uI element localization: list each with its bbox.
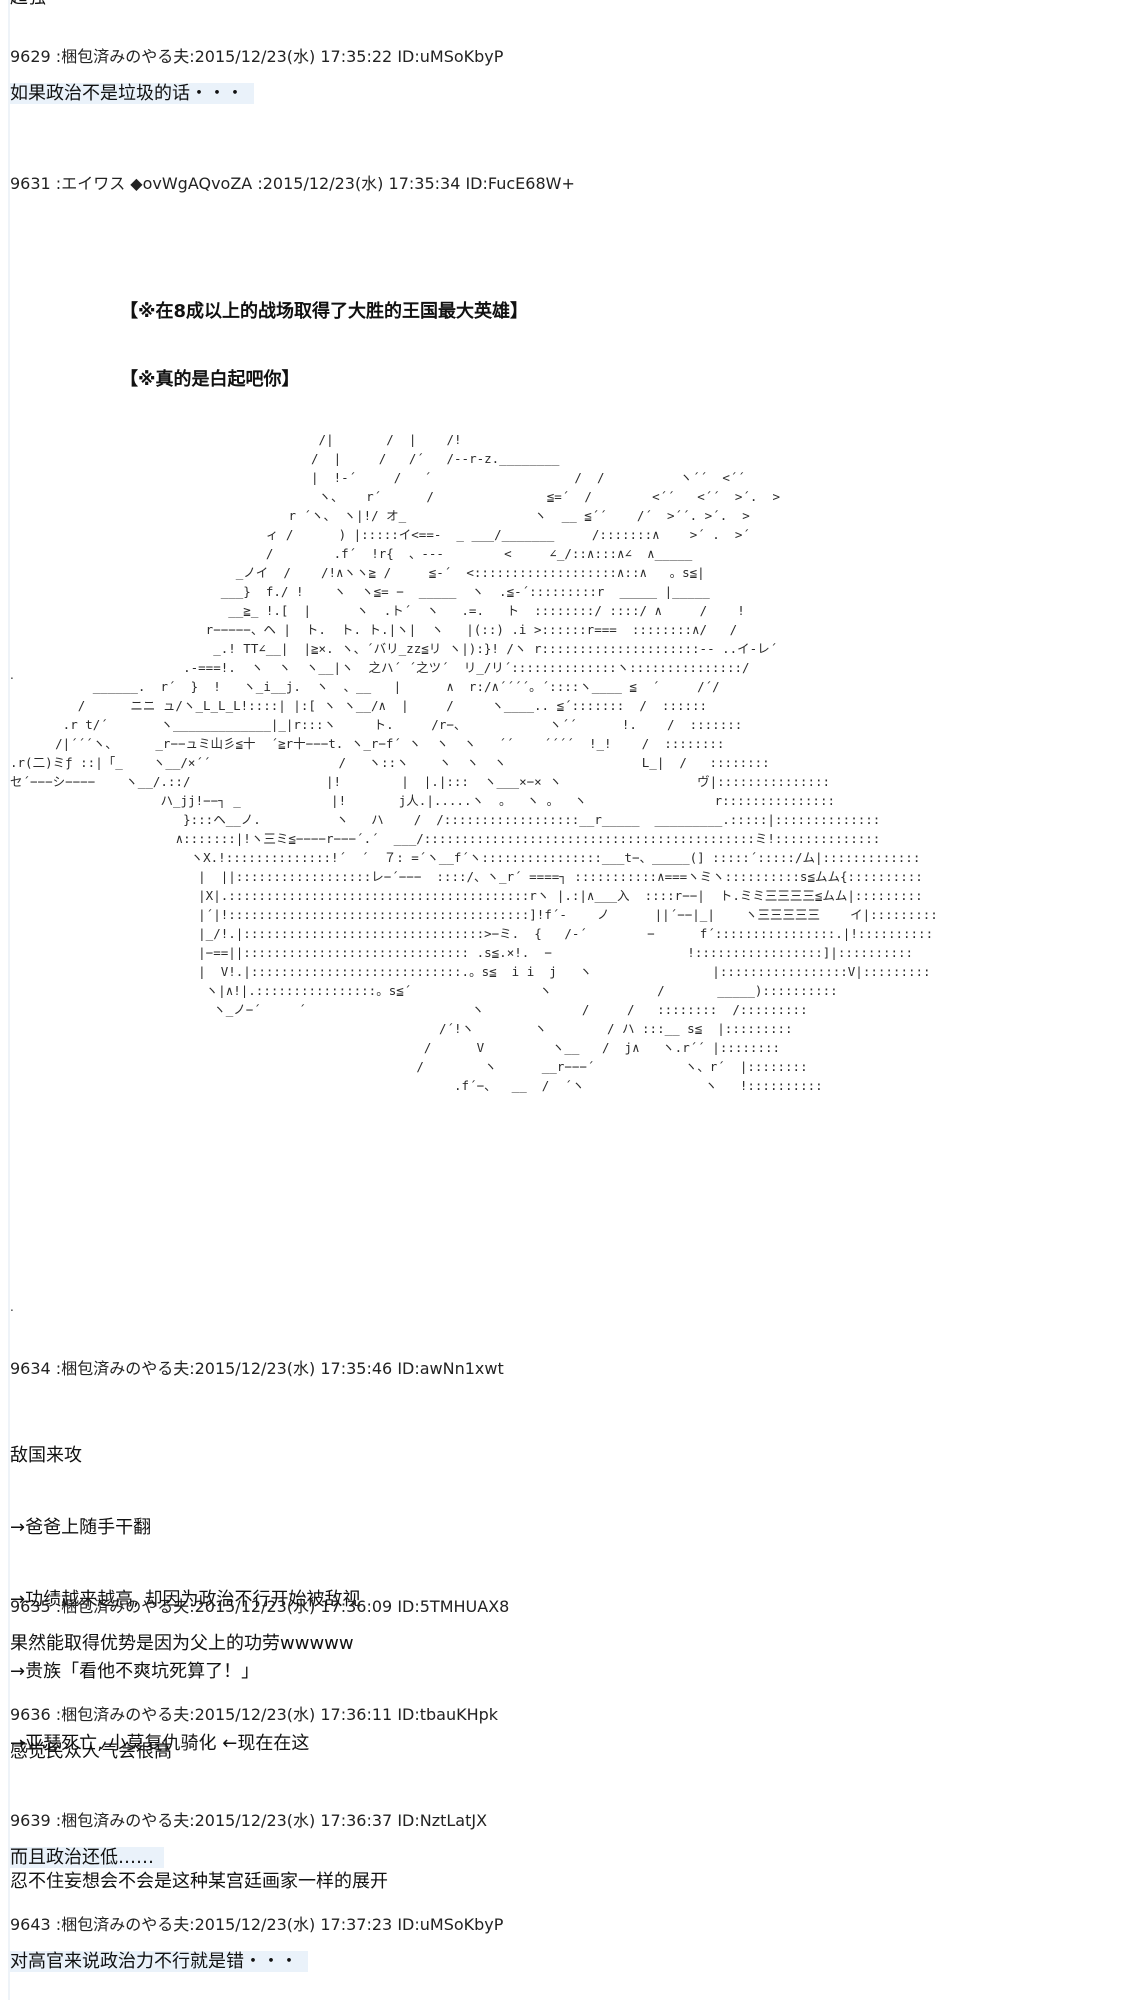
post-header: 9635 :梱包済みのやる夫:2015/12/23(水) 17:36:09 ID…: [10, 1597, 510, 1616]
post-line: →亚瑟死亡, 小莫复仇骑化 ←现在在这: [10, 1733, 310, 1754]
post-caption: 【※真的是白起吧你】: [120, 369, 300, 390]
post-header: 9629 :梱包済みのやる夫:2015/12/23(水) 17:35:22 ID…: [10, 47, 504, 66]
post-header: 9643 :梱包済みのやる夫:2015/12/23(水) 17:37:23 ID…: [10, 1915, 504, 1934]
post-header: 9631 :エイワス ◆ovWgAQvoZA :2015/12/23(水) 17…: [10, 174, 575, 193]
post-body: 敌国来攻 →爸爸上随手干翻 →功绩越来越高, 却因为政治不行开始被敌视 →贵族「…: [10, 1396, 1110, 1942]
margin-mark: .: [10, 668, 14, 682]
ascii-art: /| / | /! / | / /´ /--r-z.________ | !-´…: [10, 432, 938, 1093]
post-line: 感觉民众人气会很高: [10, 1741, 172, 1762]
page-left-rule: [8, 0, 10, 2000]
post-line: 敌国来攻: [10, 1445, 82, 1466]
post-body: 感觉民众人气会很高: [10, 1740, 1110, 1764]
post-line: 如果政治不是垃圾的话・・・: [10, 83, 254, 104]
post-9643: 9643 :梱包済みのやる夫:2015/12/23(水) 17:37:23 ID…: [10, 1914, 1110, 1974]
post-9639: 9639 :梱包済みのやる夫:2015/12/23(水) 17:36:37 ID…: [10, 1810, 1110, 1870]
post-line: →爸爸上随手干翻: [10, 1517, 152, 1538]
post-line: 忍不住妄想会不会是这种某宫廷画家一样的展开: [10, 1871, 388, 1892]
post-header: 9639 :梱包済みのやる夫:2015/12/23(水) 17:36:37 ID…: [10, 1811, 488, 1830]
ascii-art-block: /| / | /! / | / /´ /--r-z.________ | !-´…: [10, 430, 1110, 1210]
post-body: 对高官来说政治力不行就是错・・・: [10, 1950, 1110, 1974]
post-line: 而且政治还低……: [10, 1847, 164, 1868]
margin-mark: .: [10, 1300, 14, 1314]
post-line: 果然能取得优势是因为父上的功劳wwwww: [10, 1633, 354, 1654]
post-9634: 9634 :梱包済みのやる夫:2015/12/23(水) 17:35:46 ID…: [10, 1358, 1110, 1942]
post-9635: 9635 :梱包済みのやる夫:2015/12/23(水) 17:36:09 ID…: [10, 1596, 1110, 1656]
post-line: 对高官来说政治力不行就是错・・・: [10, 1951, 308, 1972]
cut-off-text: 超强: [10, 0, 46, 10]
post-9629: 9629 :梱包済みのやる夫:2015/12/23(水) 17:35:22 ID…: [10, 46, 1110, 106]
post-body: 果然能取得优势是因为父上的功劳wwwww: [10, 1632, 1110, 1656]
post-9636: 9636 :梱包済みのやる夫:2015/12/23(水) 17:36:11 ID…: [10, 1704, 1110, 1764]
post-body: 如果政治不是垃圾的话・・・: [10, 82, 1110, 106]
post-header: 9634 :梱包済みのやる夫:2015/12/23(水) 17:35:46 ID…: [10, 1359, 504, 1378]
post-9631: 9631 :エイワス ◆ovWgAQvoZA :2015/12/23(水) 17…: [10, 173, 1110, 195]
post-body: 而且政治还低……: [10, 1846, 1110, 1870]
post-caption: 【※在8成以上的战场取得了大胜的王国最大英雄】: [120, 301, 529, 322]
post-line: →功绩越来越高, 却因为政治不行开始被敌视: [10, 1589, 361, 1610]
post-header: 9636 :梱包済みのやる夫:2015/12/23(水) 17:36:11 ID…: [10, 1705, 499, 1724]
post-line: →贵族「看他不爽坑死算了！」: [10, 1661, 260, 1682]
